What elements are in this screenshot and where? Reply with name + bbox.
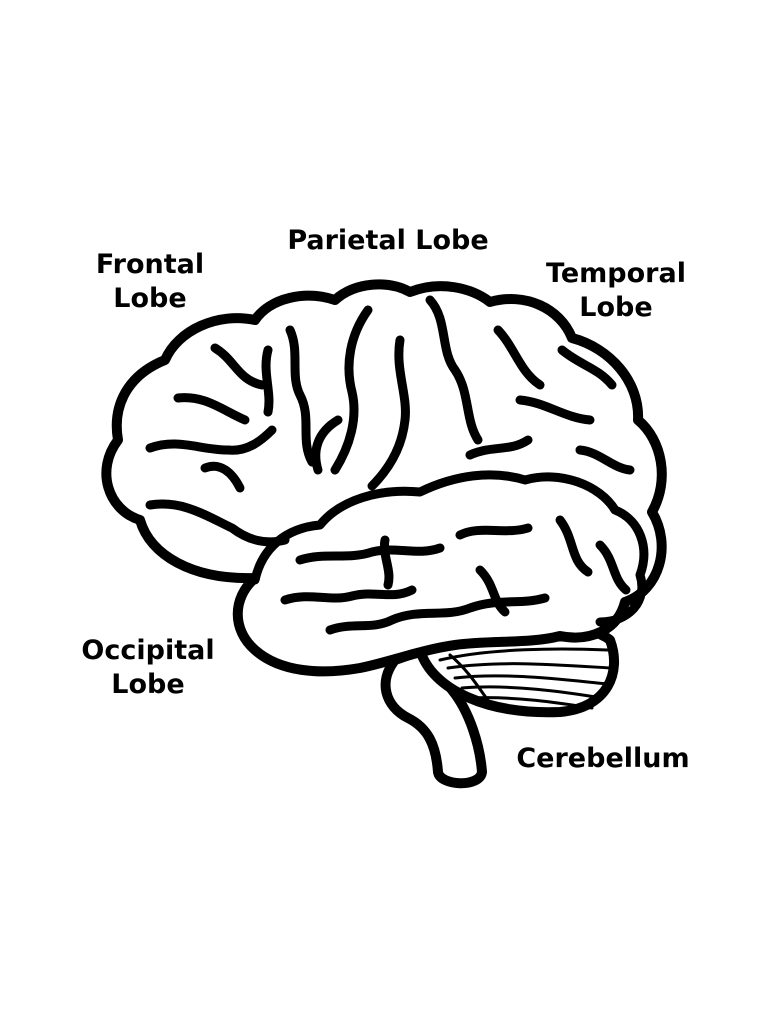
sulcus <box>210 343 267 390</box>
temporal-region-outline <box>250 470 649 627</box>
sulcus <box>367 335 410 491</box>
parietal-lobe-label-text: Parietal Lobe <box>287 225 489 256</box>
sulcus <box>311 415 343 475</box>
sulcus <box>261 345 274 417</box>
sulcus <box>173 393 250 425</box>
sulcus <box>555 515 593 577</box>
sulcus <box>330 305 373 475</box>
occipital-lobe-label-line2: Lobe <box>111 669 185 700</box>
sulcus <box>425 295 483 445</box>
sulcus <box>557 345 617 390</box>
sulcus <box>465 435 533 460</box>
temporal-lobe-label: Temporal Lobe <box>536 257 696 325</box>
sulcus <box>280 585 417 605</box>
occipital-lobe-label-line1: Occipital <box>81 635 215 666</box>
sulcus <box>325 593 550 635</box>
temporal-lobe-label-line1: Temporal <box>546 258 686 289</box>
sulcus <box>475 565 510 617</box>
cerebellum-label-text: Cerebellum <box>516 743 690 774</box>
cerebellum-label: Cerebellum <box>510 742 696 776</box>
cerebellum-folia <box>446 662 612 670</box>
sulcus <box>145 425 277 455</box>
sulcus <box>493 325 545 390</box>
sulcus <box>295 543 445 565</box>
cerebellum-folia <box>453 674 610 686</box>
occipital-lobe-label: Occipital Lobe <box>70 634 226 702</box>
frontal-lobe-label: Frontal Lobe <box>80 248 220 316</box>
sulcus <box>145 499 290 547</box>
sulcus <box>285 325 317 467</box>
cerebellum-folia <box>448 653 494 708</box>
cerebellum-folia <box>438 647 610 662</box>
sulcus <box>595 540 631 595</box>
sulcus <box>515 395 595 425</box>
sulcus <box>200 461 245 493</box>
sulcus <box>379 535 394 590</box>
temporal-lobe-label-line2: Lobe <box>579 292 653 323</box>
frontal-lobe-label-line1: Frontal <box>95 249 205 280</box>
frontal-lobe-label-line2: Lobe <box>113 283 187 314</box>
sulcus <box>575 445 635 475</box>
parietal-lobe-label: Parietal Lobe <box>268 224 508 258</box>
sulcus <box>455 523 533 540</box>
